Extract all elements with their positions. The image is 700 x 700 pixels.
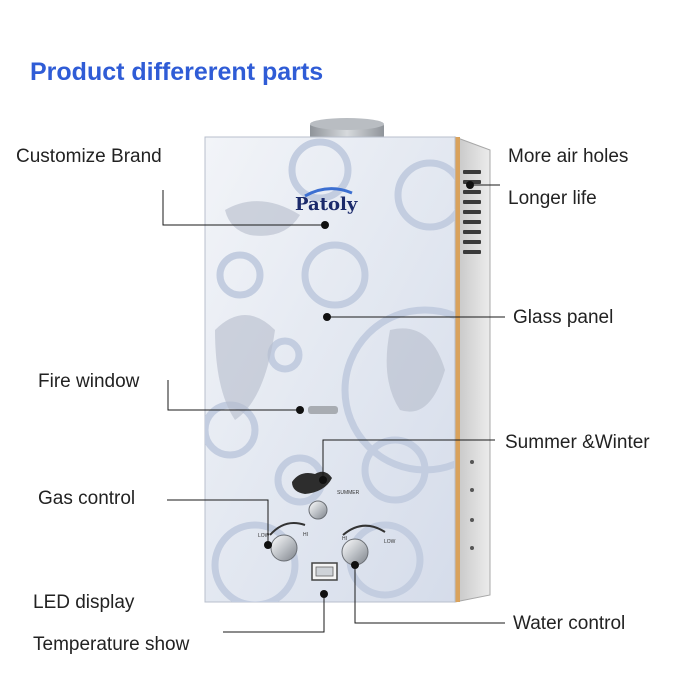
gas-low-text: LOW: [258, 533, 270, 539]
wood-edge: [452, 137, 460, 602]
ink-marks: [215, 201, 445, 420]
label-summer-winter: Summer &Winter: [505, 432, 650, 453]
summer-winter-knob[interactable]: [308, 500, 328, 520]
leader-summer-winter: [322, 439, 495, 480]
leader-gas-control: [167, 499, 269, 545]
label-water-control: Water control: [513, 613, 626, 634]
label-gas-control: Gas control: [38, 488, 136, 509]
water-high-text: HI: [342, 536, 347, 542]
label-fire-window: Fire window: [38, 371, 140, 392]
fire-window: [308, 406, 338, 414]
leader-temperature: [223, 594, 325, 633]
water-low-text: LOW: [384, 539, 396, 545]
label-glass-panel: Glass panel: [513, 307, 614, 328]
label-led-display: LED display: [33, 592, 135, 613]
air-holes: [463, 170, 481, 254]
water-scale-arc: [342, 524, 386, 536]
side-casing: [454, 136, 491, 603]
brand-logo: Patoly: [295, 194, 358, 215]
exhaust-pipe-top: [310, 118, 384, 130]
label-longer-life: Longer life: [508, 188, 597, 209]
side-screws: [470, 460, 474, 550]
label-more-air-holes: More air holes: [508, 146, 629, 167]
label-temperature-show: Temperature show: [33, 634, 190, 655]
leader-water-control: [354, 565, 505, 624]
led-screen: [315, 566, 334, 577]
leader-fire-window: [167, 380, 300, 411]
leader-lines: [162, 184, 505, 633]
leader-dots: [264, 181, 474, 598]
brand-arc: [304, 187, 353, 198]
summer-text: SUMMER: [337, 490, 360, 496]
label-customize-brand: Customize Brand: [16, 146, 162, 167]
gas-control-knob[interactable]: [270, 534, 298, 562]
leader-customize-brand: [162, 190, 325, 226]
gas-scale-arc: [269, 522, 306, 536]
gas-high-text: HI: [303, 532, 308, 538]
page-title: Product differerent parts: [30, 58, 324, 86]
